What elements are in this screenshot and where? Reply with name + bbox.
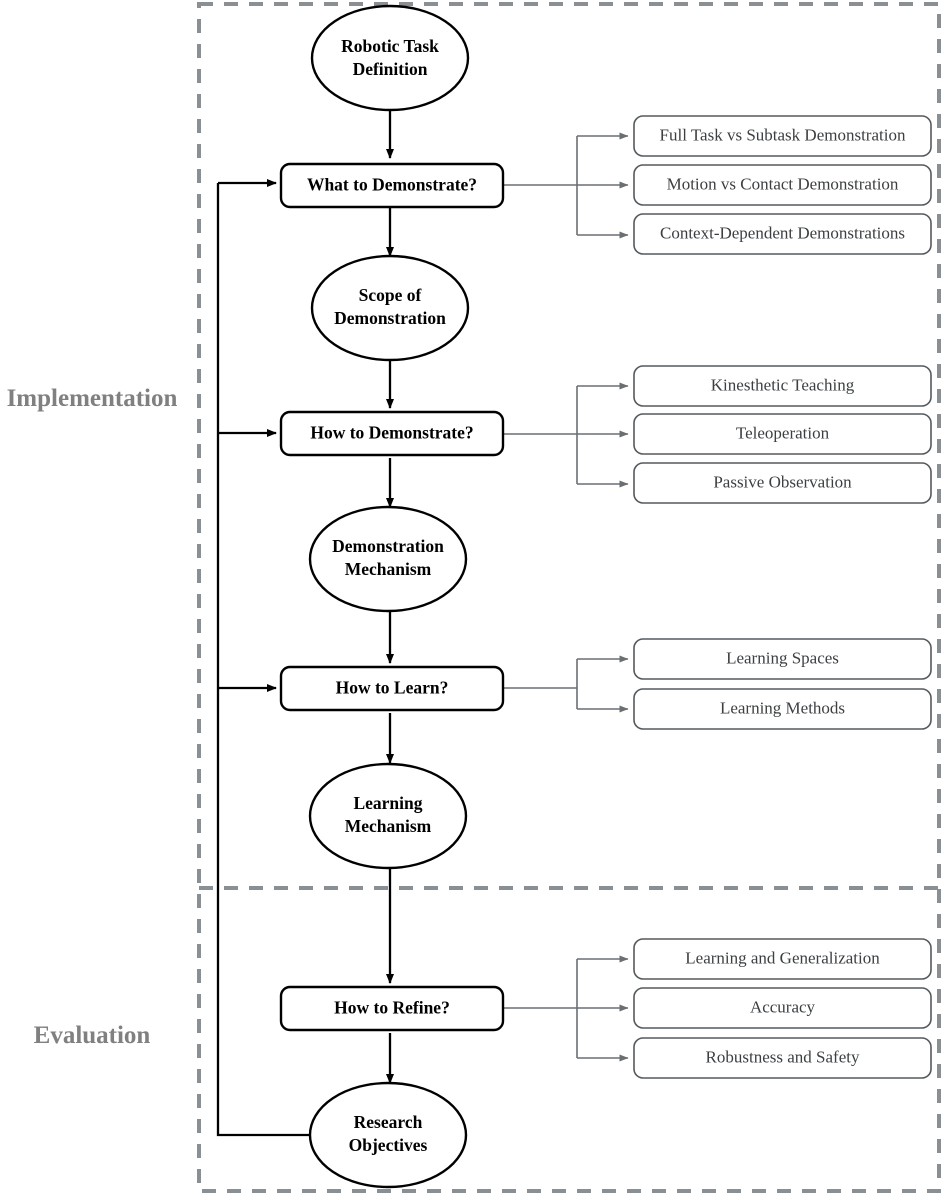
leaf-shape (633, 365, 932, 407)
leaf-shape (633, 938, 932, 980)
leaf-teleoperation[interactable]: Teleoperation (633, 413, 932, 455)
phase-label-implementation: Implementation (7, 385, 178, 412)
leaf-shape (633, 987, 932, 1029)
phase-label-evaluation: Evaluation (34, 1022, 151, 1049)
node-what-to-demonstrate[interactable]: What to Demonstrate? (279, 162, 505, 209)
decision-shape (279, 162, 505, 209)
leaf-shape (633, 164, 932, 206)
branch-connector-how-to-learn (503, 655, 629, 713)
node-how-to-learn[interactable]: How to Learn? (279, 665, 505, 712)
node-research-objectives[interactable]: Research Objectives (308, 1081, 468, 1189)
leaf-label: Passive Observation (713, 472, 852, 491)
node-label-line1: Robotic Task (341, 36, 439, 56)
node-how-to-demonstrate[interactable]: How to Demonstrate? (279, 410, 505, 457)
decision-shape (279, 410, 505, 457)
leaf-learning-and-generalization[interactable]: Learning and Generalization (633, 938, 932, 980)
ellipse-shape (308, 762, 468, 870)
feedback-edge (216, 179, 312, 1137)
leaf-kinesthetic-teaching[interactable]: Kinesthetic Teaching (633, 365, 932, 407)
leaf-label: Learning Methods (720, 698, 845, 717)
decision-shape (279, 665, 505, 712)
leaf-label: Robustness and Safety (706, 1047, 860, 1066)
leaf-shape (633, 462, 932, 504)
branch-connector-how-to-demonstrate (503, 382, 629, 488)
leaf-motion-vs-contact-demonstration[interactable]: Motion vs Contact Demonstration (633, 164, 932, 206)
leaf-label: Teleoperation (736, 423, 830, 442)
node-label-line2: Objectives (349, 1135, 428, 1155)
leaf-label: Learning and Generalization (685, 948, 880, 967)
leaf-shape (633, 413, 932, 455)
leaf-label: Context-Dependent Demonstrations (660, 223, 905, 242)
node-scope-of-demonstration[interactable]: Scope of Demonstration (310, 254, 470, 362)
node-label-line1: Research (354, 1112, 423, 1132)
node-label: What to Demonstrate? (307, 175, 477, 195)
leaf-context-dependent-demonstrations[interactable]: Context-Dependent Demonstrations (633, 213, 932, 255)
node-label: How to Refine? (334, 998, 450, 1018)
leaf-passive-observation[interactable]: Passive Observation (633, 462, 932, 504)
diagram-boundary (197, 2, 941, 1193)
ellipse-shape (310, 254, 470, 362)
leaf-label: Motion vs Contact Demonstration (667, 174, 899, 193)
leaf-shape (633, 688, 932, 730)
node-label-line2: Demonstration (334, 308, 446, 328)
leaf-shape (633, 213, 932, 255)
node-learning-mechanism[interactable]: Learning Mechanism (308, 762, 468, 870)
node-label: How to Demonstrate? (310, 423, 473, 443)
leaf-label: Full Task vs Subtask Demonstration (660, 125, 906, 144)
node-label-line1: Learning (353, 793, 422, 813)
node-label-line2: Mechanism (345, 816, 432, 836)
leaf-full-task-vs-subtask-demonstration[interactable]: Full Task vs Subtask Demonstration (633, 115, 932, 157)
node-label-line1: Scope of (359, 285, 422, 305)
node-robotic-task-definition[interactable]: Robotic Task Definition (310, 4, 470, 112)
leaf-shape (633, 1037, 932, 1079)
node-demonstration-mechanism[interactable]: Demonstration Mechanism (308, 505, 468, 613)
decision-shape (279, 985, 505, 1032)
node-how-to-refine[interactable]: How to Refine? (279, 985, 505, 1032)
branch-connector-how-to-refine (503, 955, 629, 1062)
leaf-shape (633, 638, 932, 680)
leaf-shape (633, 115, 932, 157)
node-label-line2: Mechanism (345, 559, 432, 579)
leaf-label: Kinesthetic Teaching (711, 375, 855, 394)
node-label: How to Learn? (336, 678, 449, 698)
ellipse-shape (310, 4, 470, 112)
ellipse-shape (308, 505, 468, 613)
leaf-accuracy[interactable]: Accuracy (633, 987, 932, 1029)
leaf-learning-spaces[interactable]: Learning Spaces (633, 638, 932, 680)
leaf-robustness-and-safety[interactable]: Robustness and Safety (633, 1037, 932, 1079)
leaf-learning-methods[interactable]: Learning Methods (633, 688, 932, 730)
leaf-label: Learning Spaces (726, 648, 839, 667)
node-label-line2: Definition (353, 59, 428, 79)
node-label-line1: Demonstration (332, 536, 444, 556)
branch-connector-what-to-demonstrate (503, 132, 629, 239)
leaf-label: Accuracy (750, 997, 816, 1016)
ellipse-shape (308, 1081, 468, 1189)
